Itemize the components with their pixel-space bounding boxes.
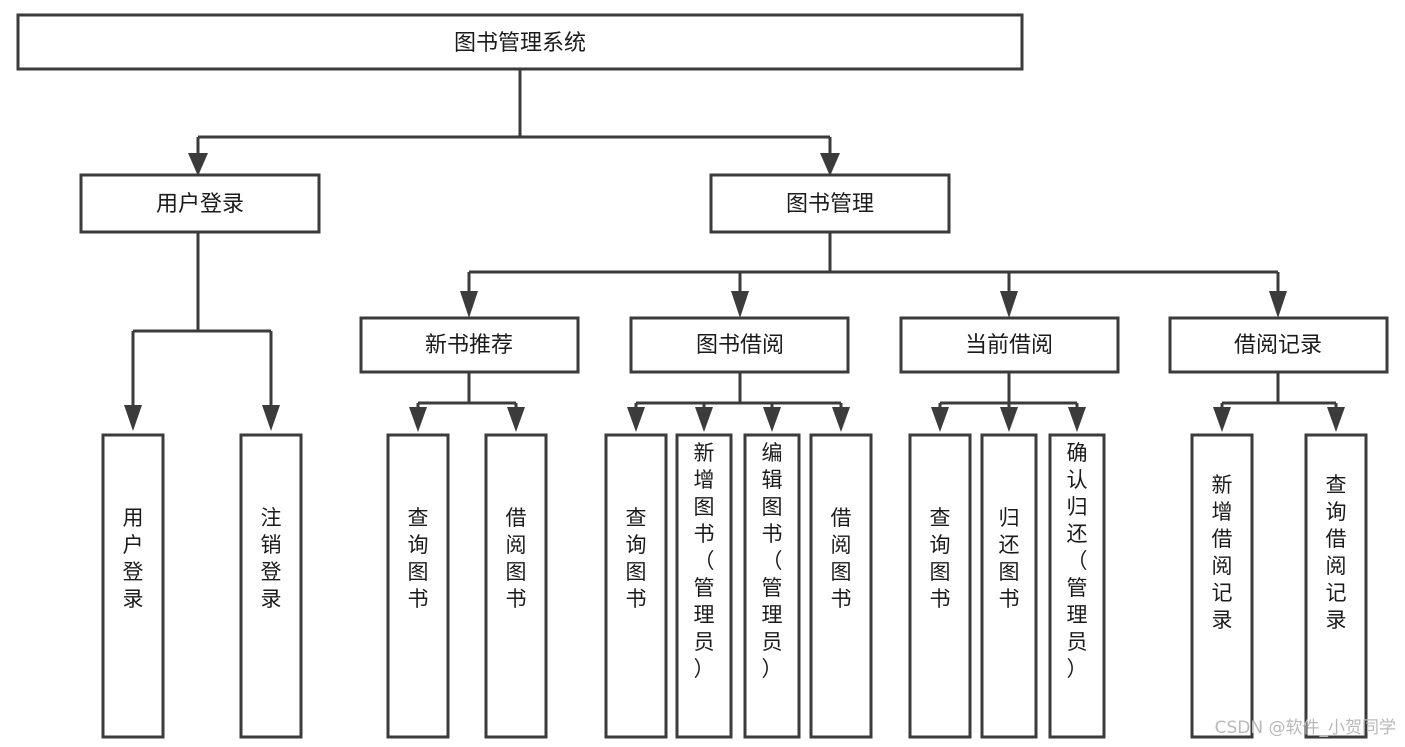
leaf-current-return-book[interactable]: 归还图书	[980, 433, 1038, 739]
arrowhead-current-borrow	[1000, 291, 1018, 318]
node-new-book-recommend[interactable]: 新书推荐	[359, 316, 580, 374]
arrowhead-borrow-leaf-4	[832, 407, 850, 432]
arrowhead-borrow-leaf-3	[763, 407, 781, 432]
arrowhead-leaf-logout	[262, 405, 280, 431]
leaf-borrow-edit-book-label: 编辑图书（管理员）	[762, 441, 783, 681]
leaf-newbook-query-book-label: 查询图书	[408, 506, 429, 611]
node-borrow-record[interactable]: 借阅记录	[1168, 316, 1389, 374]
arrowhead-record-leaf-1	[1213, 407, 1231, 432]
arrowhead-borrow-leaf-2	[695, 407, 713, 432]
leaf-borrow-query-book-label: 查询图书	[626, 506, 647, 611]
leaf-record-add-record-label: 新增借阅记录	[1212, 473, 1233, 632]
arrowhead-book-mgmt	[820, 153, 840, 176]
leaf-borrow-add-book-label: 新增图书（管理员）	[694, 441, 715, 681]
leaf-borrow-edit-book[interactable]: 编辑图书（管理员）	[743, 433, 801, 739]
connector-layer	[124, 69, 1345, 432]
arrowhead-newbook-leaf-2	[507, 407, 525, 432]
node-root-system[interactable]: 图书管理系统	[16, 13, 1024, 71]
node-user-login[interactable]: 用户登录	[79, 173, 321, 234]
arrowhead-user-login	[188, 153, 208, 176]
arrowhead-current-leaf-1	[931, 407, 949, 432]
leaf-user-login[interactable]: 用户登录	[101, 433, 165, 739]
arrowhead-new-book-rec	[460, 291, 478, 318]
node-root-label: 图书管理系统	[454, 31, 586, 56]
leaf-current-confirm-return[interactable]: 确认归还（管理员）	[1048, 433, 1106, 739]
leaf-record-add-record[interactable]: 新增借阅记录	[1190, 433, 1254, 739]
leaf-record-query-record-label: 查询借阅记录	[1326, 473, 1347, 632]
arrowhead-book-borrow	[731, 291, 749, 318]
arrowhead-record-leaf-2	[1327, 407, 1345, 432]
csdn-watermark: CSDN @软件_小贺同学	[1215, 718, 1396, 738]
node-book-borrow-label: 图书借阅	[696, 333, 784, 358]
arrowhead-current-leaf-2	[1000, 407, 1018, 432]
node-new-book-recommend-label: 新书推荐	[425, 333, 513, 358]
leaf-newbook-borrow-book[interactable]: 借阅图书	[484, 433, 548, 739]
node-borrow-record-label: 借阅记录	[1234, 333, 1322, 358]
arrowhead-borrow-record	[1269, 291, 1287, 318]
leaf-current-confirm-return-label: 确认归还（管理员）	[1067, 441, 1088, 681]
leaf-newbook-borrow-book-label: 借阅图书	[506, 506, 527, 611]
arrowhead-current-leaf-3	[1068, 407, 1086, 432]
leaf-borrow-add-book[interactable]: 新增图书（管理员）	[675, 433, 733, 739]
arrowhead-leaf-user-login	[124, 405, 142, 431]
node-current-borrow-label: 当前借阅	[965, 333, 1053, 358]
leaf-logout[interactable]: 注销登录	[239, 433, 303, 739]
leaf-user-login-label: 用户登录	[123, 506, 144, 611]
leaf-newbook-query-book[interactable]: 查询图书	[386, 433, 450, 739]
leaf-current-query-book-label: 查询图书	[930, 506, 951, 611]
leaf-current-query-book[interactable]: 查询图书	[908, 433, 972, 739]
arrowhead-newbook-leaf-1	[409, 407, 427, 432]
leaf-current-return-book-label: 归还图书	[999, 506, 1020, 611]
leaf-record-query-record[interactable]: 查询借阅记录	[1304, 433, 1368, 739]
node-book-borrow[interactable]: 图书借阅	[629, 316, 850, 374]
node-book-management[interactable]: 图书管理	[709, 173, 951, 234]
leaf-borrow-borrow-book[interactable]: 借阅图书	[809, 433, 873, 739]
node-current-borrow[interactable]: 当前借阅	[899, 316, 1120, 374]
leaf-borrow-query-book[interactable]: 查询图书	[604, 433, 668, 739]
node-user-login-label: 用户登录	[156, 192, 244, 217]
leaf-logout-label: 注销登录	[261, 506, 282, 611]
leaf-borrow-borrow-book-label: 借阅图书	[831, 506, 852, 611]
node-book-management-label: 图书管理	[786, 192, 874, 217]
arrowhead-borrow-leaf-1	[627, 407, 645, 432]
